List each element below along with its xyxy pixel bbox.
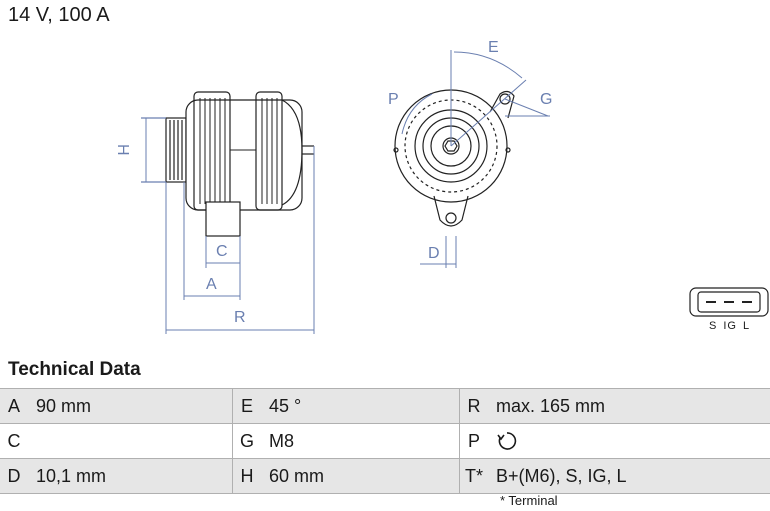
spec-value: 45 °	[261, 388, 460, 424]
label-h: H	[114, 144, 131, 156]
pin-label: L	[742, 320, 751, 332]
front-view-dimensions	[401, 50, 550, 268]
spec-key: E	[232, 388, 261, 424]
page-title: 14 V, 100 A	[8, 4, 110, 26]
label-r: R	[234, 309, 246, 326]
label-p: P	[388, 91, 399, 108]
spec-key: G	[239, 430, 254, 451]
side-view-dimensions	[145, 118, 315, 334]
side-view	[141, 91, 314, 237]
connector-plug	[689, 287, 769, 317]
label-g: G	[540, 91, 552, 108]
label-d: D	[428, 245, 440, 262]
technical-data-table: A 90 mm E 45 ° R max. 165 mm C G M8 P D …	[0, 388, 770, 494]
pin-label: S	[709, 320, 718, 332]
label-a: A	[206, 276, 217, 293]
spec-value: 10,1 mm	[28, 458, 233, 494]
section-title: Technical Data	[8, 359, 141, 380]
spec-key: D	[0, 458, 28, 494]
label-c: C	[216, 243, 228, 260]
spec-value-rotation	[488, 424, 770, 459]
spec-value: max. 165 mm	[488, 388, 770, 424]
table-row: C G M8 P	[0, 423, 770, 459]
table-row: D 10,1 mm H 60 mm T* B+(M6), S, IG, L	[0, 458, 770, 494]
spec-key: R	[459, 388, 488, 424]
spec-key: H	[232, 458, 261, 494]
spec-value: B+(M6), S, IG, L	[488, 458, 770, 494]
spec-key: C	[7, 430, 21, 451]
table-row: A 90 mm E 45 ° R max. 165 mm	[0, 388, 770, 424]
spec-key: A	[0, 388, 28, 424]
spec-key: P	[467, 430, 480, 451]
pin-label: IG	[723, 320, 737, 332]
spec-value: 60 mm	[261, 458, 460, 494]
rotation-icon	[497, 432, 517, 450]
footnote: * Terminal	[500, 493, 558, 508]
label-e: E	[488, 39, 499, 56]
spec-key: T*	[459, 458, 488, 494]
spec-value	[28, 423, 233, 459]
connector-pin-labels: S IG L	[690, 320, 770, 332]
alternator-drawing: H C A R E P G D	[114, 39, 769, 334]
spec-value: M8	[261, 423, 460, 459]
spec-value: 90 mm	[28, 388, 233, 424]
